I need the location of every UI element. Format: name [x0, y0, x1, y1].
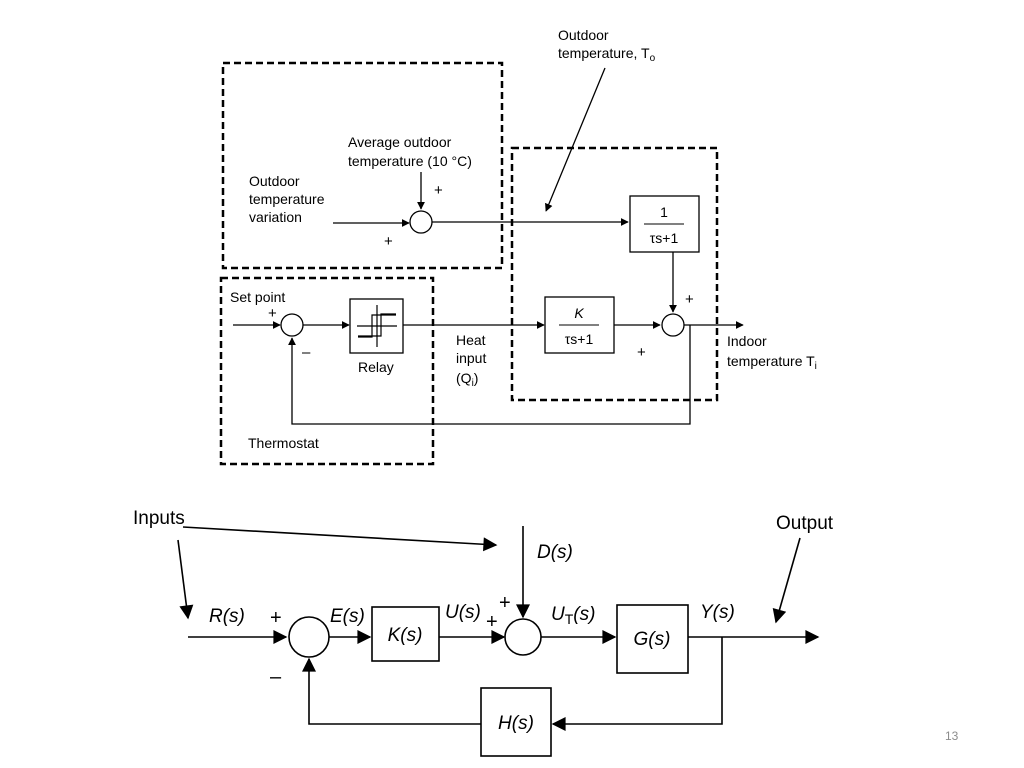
- block1-denominator: τs+1: [650, 230, 679, 246]
- u-plus-sign: +: [486, 611, 498, 633]
- y-to-h-feedback-line: [551, 637, 723, 731]
- error-sum-junction: [288, 616, 330, 658]
- variation-label-2: temperature: [249, 191, 325, 207]
- plant-label: G(s): [634, 629, 671, 650]
- disturbance-sum-junction: [504, 618, 542, 656]
- output-arrow: [772, 537, 801, 624]
- variation-plus-sign: +: [384, 233, 393, 250]
- relay-hysteresis-icon: [357, 305, 397, 347]
- indoor-temp-label-2: temperature Ti: [727, 353, 817, 372]
- outdoor-temp-arrow: [545, 67, 606, 212]
- e-signal-label: E(s): [330, 606, 365, 627]
- indoor-sum-plus-top: +: [685, 291, 694, 308]
- thermostat-sum-junction: [280, 313, 304, 337]
- ut-signal-label: UT(s): [551, 604, 595, 627]
- feedback-minus-sign: –: [302, 344, 311, 361]
- r-signal-label: R(s): [209, 606, 245, 627]
- inputs-label: Inputs: [133, 508, 185, 529]
- outdoor-temp-label-2: temperature, To: [558, 45, 656, 64]
- indoor-sum-junction: [661, 313, 685, 337]
- relay-label: Relay: [358, 359, 394, 375]
- heat-input-label-1: Heat: [456, 332, 486, 348]
- block2-denominator: τs+1: [565, 331, 594, 347]
- page-number: 13: [945, 729, 959, 743]
- avg-outdoor-label-1: Average outdoor: [348, 134, 452, 150]
- variation-label-3: variation: [249, 209, 302, 225]
- y-signal-label: Y(s): [700, 602, 735, 623]
- heat-input-label-3: (Qi): [456, 370, 478, 389]
- variation-label-1: Outdoor: [249, 173, 300, 189]
- indoor-temp-label-1: Indoor: [727, 333, 767, 349]
- r-plus-sign: +: [270, 607, 282, 629]
- thermostat-feedback-line: [288, 325, 691, 425]
- plant-dashed-box: [510, 146, 719, 402]
- indoor-sum-plus-left: +: [637, 344, 646, 361]
- inputs-arrow-to-r: [177, 539, 194, 620]
- output-label: Output: [776, 513, 834, 534]
- block2-numerator: K: [574, 305, 584, 321]
- avg-plus-sign: +: [434, 182, 443, 199]
- sensor-block: [480, 687, 552, 757]
- outdoor-sum-junction: [409, 210, 433, 234]
- d-signal-label: D(s): [537, 542, 573, 563]
- set-point-label: Set point: [230, 289, 285, 305]
- sensor-label: H(s): [498, 713, 534, 734]
- thermostat-label: Thermostat: [248, 435, 319, 451]
- plant-block: [616, 604, 689, 674]
- thermostat-diagram: Outdoor temperature, To Average outdoor …: [219, 27, 817, 466]
- avg-outdoor-label-2: temperature (10 °C): [348, 153, 472, 169]
- feedback-control-diagram: Inputs Output R(s) + – E(s) K(s) U(s) + …: [133, 508, 834, 757]
- d-plus-sign: +: [499, 592, 511, 614]
- heat-input-label-2: input: [456, 350, 486, 366]
- controller-block: [371, 606, 440, 662]
- thermostat-dashed-box: [219, 276, 435, 466]
- block1-numerator: 1: [660, 204, 668, 220]
- inputs-arrow-to-d: [182, 526, 498, 552]
- feedback-minus-sign-bottom: –: [270, 666, 282, 688]
- u-signal-label: U(s): [445, 602, 481, 623]
- set-point-plus-sign: +: [268, 305, 277, 322]
- h-to-junction-feedback-line: [302, 657, 481, 725]
- outdoor-temp-label-1: Outdoor: [558, 27, 609, 43]
- controller-label: K(s): [388, 625, 423, 646]
